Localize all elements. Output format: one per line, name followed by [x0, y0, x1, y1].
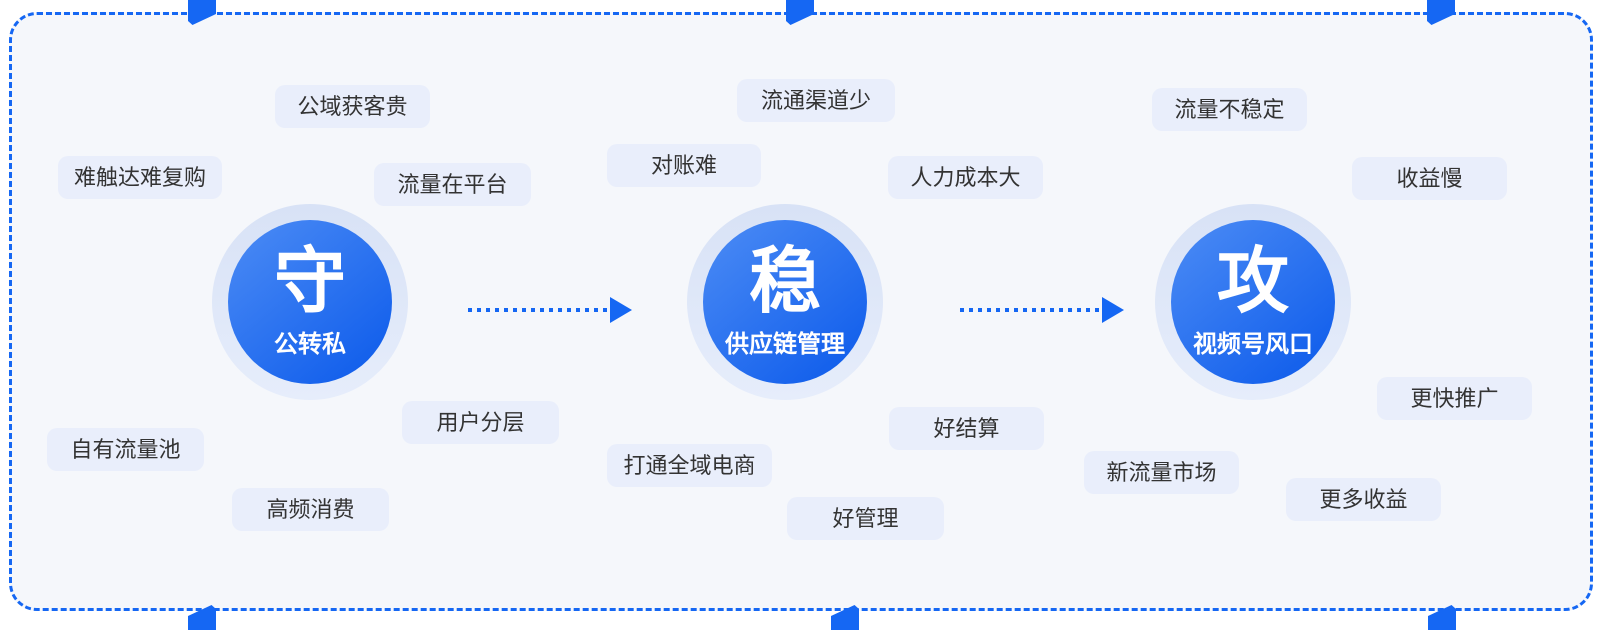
tag-pill: 对账难: [607, 144, 761, 187]
stage-node-defend: 守 公转私: [212, 204, 408, 400]
stage-keyword: 稳: [748, 241, 821, 322]
dotted-line: [960, 308, 1104, 312]
tag-pill: 收益慢: [1352, 157, 1507, 200]
stage-node-stabilize: 稳 供应链管理: [687, 204, 883, 400]
stage-keyword: 守: [273, 241, 346, 322]
tag-pill: 人力成本大: [888, 156, 1043, 199]
tag-pill: 高频消费: [232, 488, 389, 531]
stage-keyword: 攻: [1216, 241, 1289, 322]
tag-pill: 公域获客贵: [275, 85, 430, 128]
tag-pill: 好结算: [889, 407, 1044, 450]
arrow-head-icon: [610, 297, 632, 323]
stage-label: 公转私: [274, 331, 346, 359]
stage-label: 视频号风口: [1193, 331, 1313, 359]
tag-pill: 用户分层: [402, 401, 559, 444]
tag-pill: 流量不稳定: [1152, 88, 1307, 131]
tag-pill: 更多收益: [1286, 478, 1441, 521]
stage-node-circle: 稳 供应链管理: [703, 220, 867, 384]
tag-pill: 更快推广: [1377, 377, 1532, 420]
flow-arrow-2: [960, 297, 1124, 323]
arrow-head-icon: [1102, 297, 1124, 323]
stage-node-circle: 攻 视频号风口: [1171, 220, 1335, 384]
tag-pill: 新流量市场: [1084, 451, 1239, 494]
stage-label: 供应链管理: [725, 331, 845, 359]
tag-pill: 好管理: [787, 497, 944, 540]
tag-pill: 难触达难复购: [58, 156, 222, 199]
stage-node-circle: 守 公转私: [228, 220, 392, 384]
flow-arrow-1: [468, 297, 632, 323]
tag-pill: 打通全域电商: [607, 444, 772, 487]
tag-pill: 自有流量池: [47, 428, 204, 471]
stage-node-attack: 攻 视频号风口: [1155, 204, 1351, 400]
dotted-line: [468, 308, 612, 312]
tag-pill: 流通渠道少: [737, 79, 895, 122]
tag-pill: 流量在平台: [374, 163, 531, 206]
